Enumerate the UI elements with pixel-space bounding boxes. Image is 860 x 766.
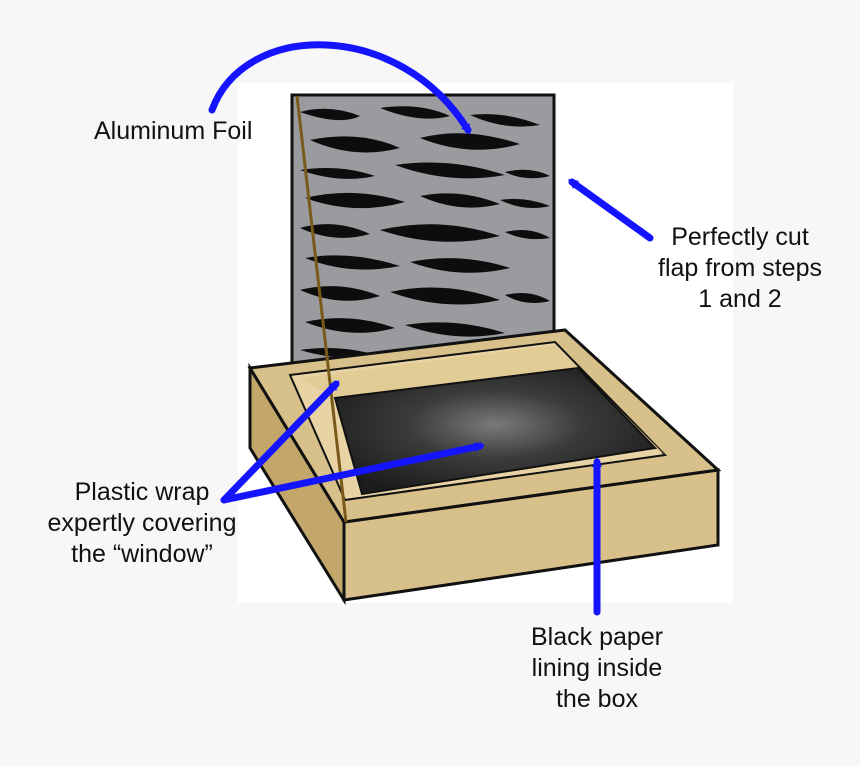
arrow-plastic-wrap-window <box>220 380 340 504</box>
black-paper-label: Black paper lining inside the box <box>512 622 682 715</box>
aluminum-foil-flap <box>290 93 556 367</box>
flap-label: Perfectly cut flap from steps 1 and 2 <box>640 222 840 315</box>
plastic-wrap-line-2: expertly covering <box>47 509 237 537</box>
flap-label-line-1: Perfectly cut <box>671 223 809 251</box>
aluminum-foil-label: Aluminum Foil <box>94 116 252 147</box>
arrow-flap <box>567 178 654 242</box>
pointer-arrows <box>208 41 654 616</box>
black-paper-line-1: Black paper <box>530 623 664 651</box>
black-paper-line-3: the box <box>555 685 638 713</box>
plastic-wrap-line-1: Plastic wrap <box>74 478 210 506</box>
prop-stick <box>295 95 348 523</box>
flap-label-line-3: 1 and 2 <box>698 285 782 313</box>
aluminum-foil-text: Aluminum Foil <box>94 117 253 145</box>
foil-crinkle-texture <box>300 106 550 358</box>
plastic-wrap-label: Plastic wrap expertly covering the “wind… <box>32 477 252 570</box>
black-paper-line-2: lining inside <box>531 654 663 682</box>
cardboard-box <box>247 328 722 606</box>
arrow-plastic-wrap-lining <box>220 442 485 504</box>
arrow-aluminum-foil <box>208 41 472 135</box>
flap-label-line-2: flap from steps <box>658 254 822 282</box>
plastic-wrap-line-3: the “window” <box>71 540 213 568</box>
